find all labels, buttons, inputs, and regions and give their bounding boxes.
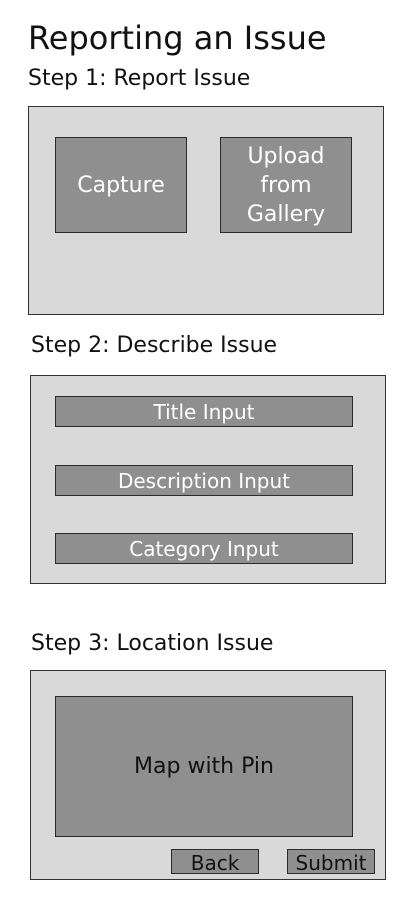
back-button[interactable]: Back — [171, 849, 259, 874]
capture-button[interactable]: Capture — [55, 137, 187, 233]
category-input[interactable]: Category Input — [55, 533, 353, 564]
step3-panel: Map with Pin Back Submit — [30, 670, 386, 880]
map-with-pin[interactable]: Map with Pin — [55, 696, 353, 837]
step1-heading: Step 1: Report Issue — [28, 66, 251, 91]
page-title: Reporting an Issue — [28, 19, 327, 57]
step1-panel: Capture Upload from Gallery — [28, 106, 384, 315]
title-input[interactable]: Title Input — [55, 396, 353, 427]
step2-panel: Title Input Description Input Category I… — [30, 375, 386, 584]
step2-heading: Step 2: Describe Issue — [31, 333, 278, 358]
step3-heading: Step 3: Location Issue — [31, 631, 274, 656]
submit-button[interactable]: Submit — [287, 849, 375, 874]
upload-from-gallery-button[interactable]: Upload from Gallery — [220, 137, 352, 233]
description-input[interactable]: Description Input — [55, 465, 353, 496]
